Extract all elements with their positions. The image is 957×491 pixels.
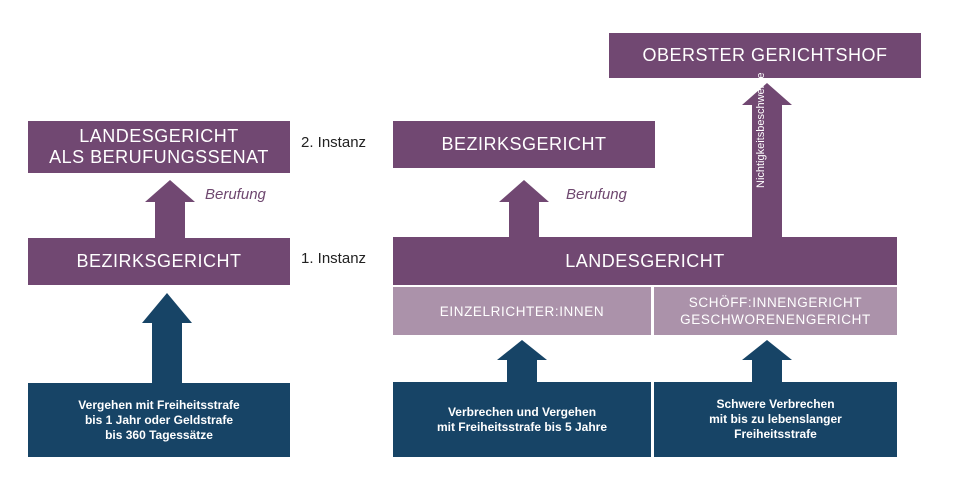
case-severe-line-2: mit bis zu lebenslanger [709,412,842,426]
appeal-court-left: LANDESGERICHT ALS BERUFUNGSSENAT [28,121,290,173]
case-left-line-1: Vergehen mit Freiheitsstrafe [78,397,240,412]
first-instance-label: 1. Instanz [301,250,367,267]
case-arrow-severe [742,340,792,382]
jury-panel: SCHÖFF:INNENGERICHT GESCHWORENENGERICHT [654,287,897,335]
case-mid-line-2: mit Freiheitsstrafe bis 5 Jahre [436,419,608,434]
case-box-severe: Schwere Verbrechen mit bis zu lebenslang… [654,382,897,457]
appeal-court-right: BEZIRKSGERICHT [393,121,655,168]
case-box-mid: Verbrechen und Vergehen mit Freiheitsstr… [393,382,651,457]
jury-line-2: GESCHWORENENGERICHT [680,312,871,327]
jury-line-1: SCHÖFF:INNENGERICHT [688,295,863,310]
district-court-left: BEZIRKSGERICHT [28,238,290,285]
case-arrow-mid [497,340,547,382]
supreme-court: OBERSTER GERICHTSHOF [609,33,921,78]
single-judge-panel: EINZELRICHTER:INNEN [393,287,651,335]
appeal-label-right: Berufung [566,186,627,203]
regional-court-label: LANDESGERICHT [565,250,725,271]
case-box-left: Vergehen mit Freiheitsstrafe bis 1 Jahr … [28,383,290,457]
single-judge-label: EINZELRICHTER:INNEN [439,303,605,319]
case-left-line-2: bis 1 Jahr oder Geldstrafe [84,412,234,427]
regional-court: LANDESGERICHT [393,237,897,285]
case-severe-line-3: Freiheitsstrafe [734,427,817,441]
supreme-court-label: OBERSTER GERICHTSHOF [642,45,888,65]
second-instance-label: 2. Instanz [301,134,367,151]
district-court-left-label: BEZIRKSGERICHT [76,251,242,271]
appeal-court-left-line-2: ALS BERUFUNGSSENAT [49,147,269,167]
appeal-arrow-right [499,180,549,238]
case-left-line-3: bis 360 Tagessätze [105,427,213,442]
appeal-arrow-left [145,180,195,238]
appeal-court-left-line-1: LANDESGERICHT [79,126,239,146]
case-mid-line-1: Verbrechen und Vergehen [447,404,597,419]
nullity-arrow [742,83,792,238]
nullity-label: Nichtigkeitsbeschwerde [755,72,767,188]
case-severe-line-1: Schwere Verbrechen [716,397,835,411]
case-arrow-left [142,293,192,383]
appeal-court-right-label: BEZIRKSGERICHT [441,134,607,154]
appeal-label-left: Berufung [205,186,266,203]
